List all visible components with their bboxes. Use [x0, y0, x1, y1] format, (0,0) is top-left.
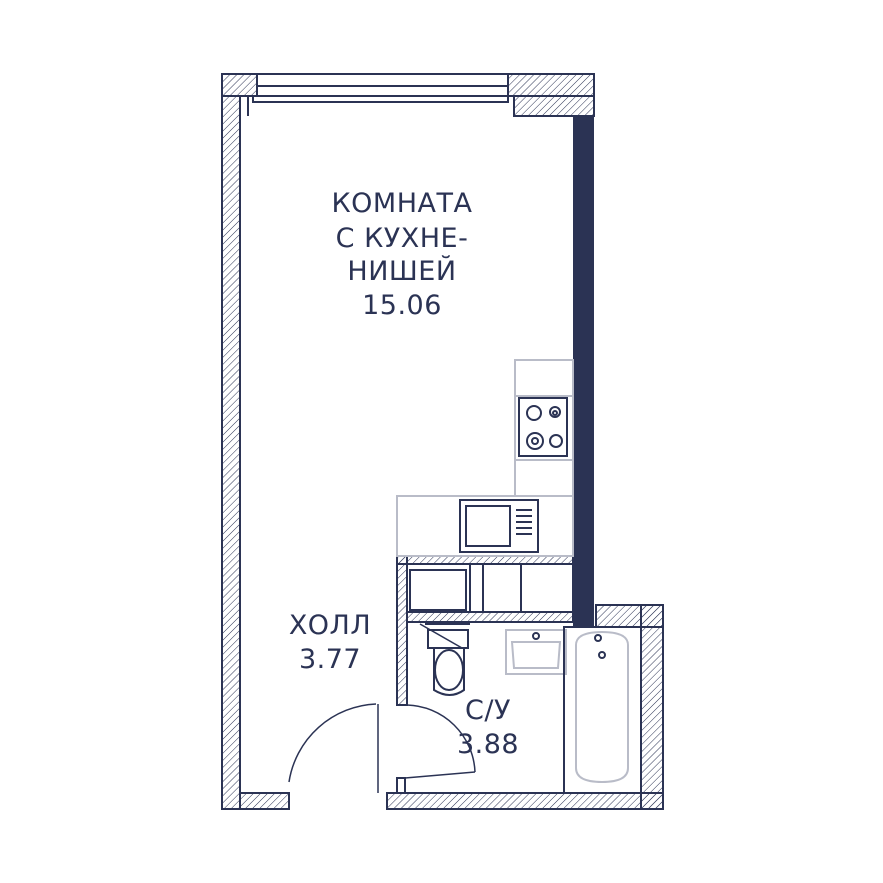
toilet-icon — [425, 623, 470, 696]
bathroom-upper-wall — [406, 611, 574, 623]
hall-name: ХОЛЛ — [289, 610, 371, 641]
top-left-wall — [221, 73, 258, 97]
living-room-name-line-1: КОМНАТА — [332, 188, 473, 219]
stove-icon — [518, 397, 568, 457]
living-room-label: КОМНАТА С КУХНЕ- НИШЕЙ 15.06 — [332, 188, 473, 321]
hall-label: ХОЛЛ 3.77 — [289, 610, 371, 675]
door-icon — [288, 623, 476, 793]
bathroom-right-wall — [640, 604, 664, 810]
partition-wall — [396, 555, 408, 706]
living-room-area: 15.06 — [362, 290, 442, 321]
bottom-left-wall — [239, 792, 290, 810]
living-room-name-line-2: С КУХНЕ- — [336, 223, 469, 254]
partition-shelf — [396, 555, 574, 565]
bathtub-icon — [563, 626, 642, 794]
microwave-icon — [459, 499, 539, 553]
bathroom-area: 3.88 — [457, 729, 519, 760]
kitchen-counter — [396, 359, 574, 557]
bottom-right-wall — [386, 792, 664, 810]
bathroom-name: С/У — [465, 695, 511, 726]
hall-area: 3.77 — [299, 644, 361, 675]
living-room-name-line-3: НИШЕЙ — [347, 255, 456, 287]
door-jamb — [396, 777, 406, 794]
bathroom-top-wall — [595, 604, 664, 628]
structural-column — [573, 116, 594, 627]
bathroom-label: С/У 3.88 — [457, 695, 519, 760]
walls — [221, 73, 664, 810]
sink-icon — [505, 629, 567, 675]
top-right-wall — [507, 73, 595, 97]
window-icon — [247, 73, 514, 116]
storage-cabinets — [406, 563, 574, 613]
left-wall — [221, 95, 241, 810]
top-right-wall-lower — [513, 95, 595, 117]
